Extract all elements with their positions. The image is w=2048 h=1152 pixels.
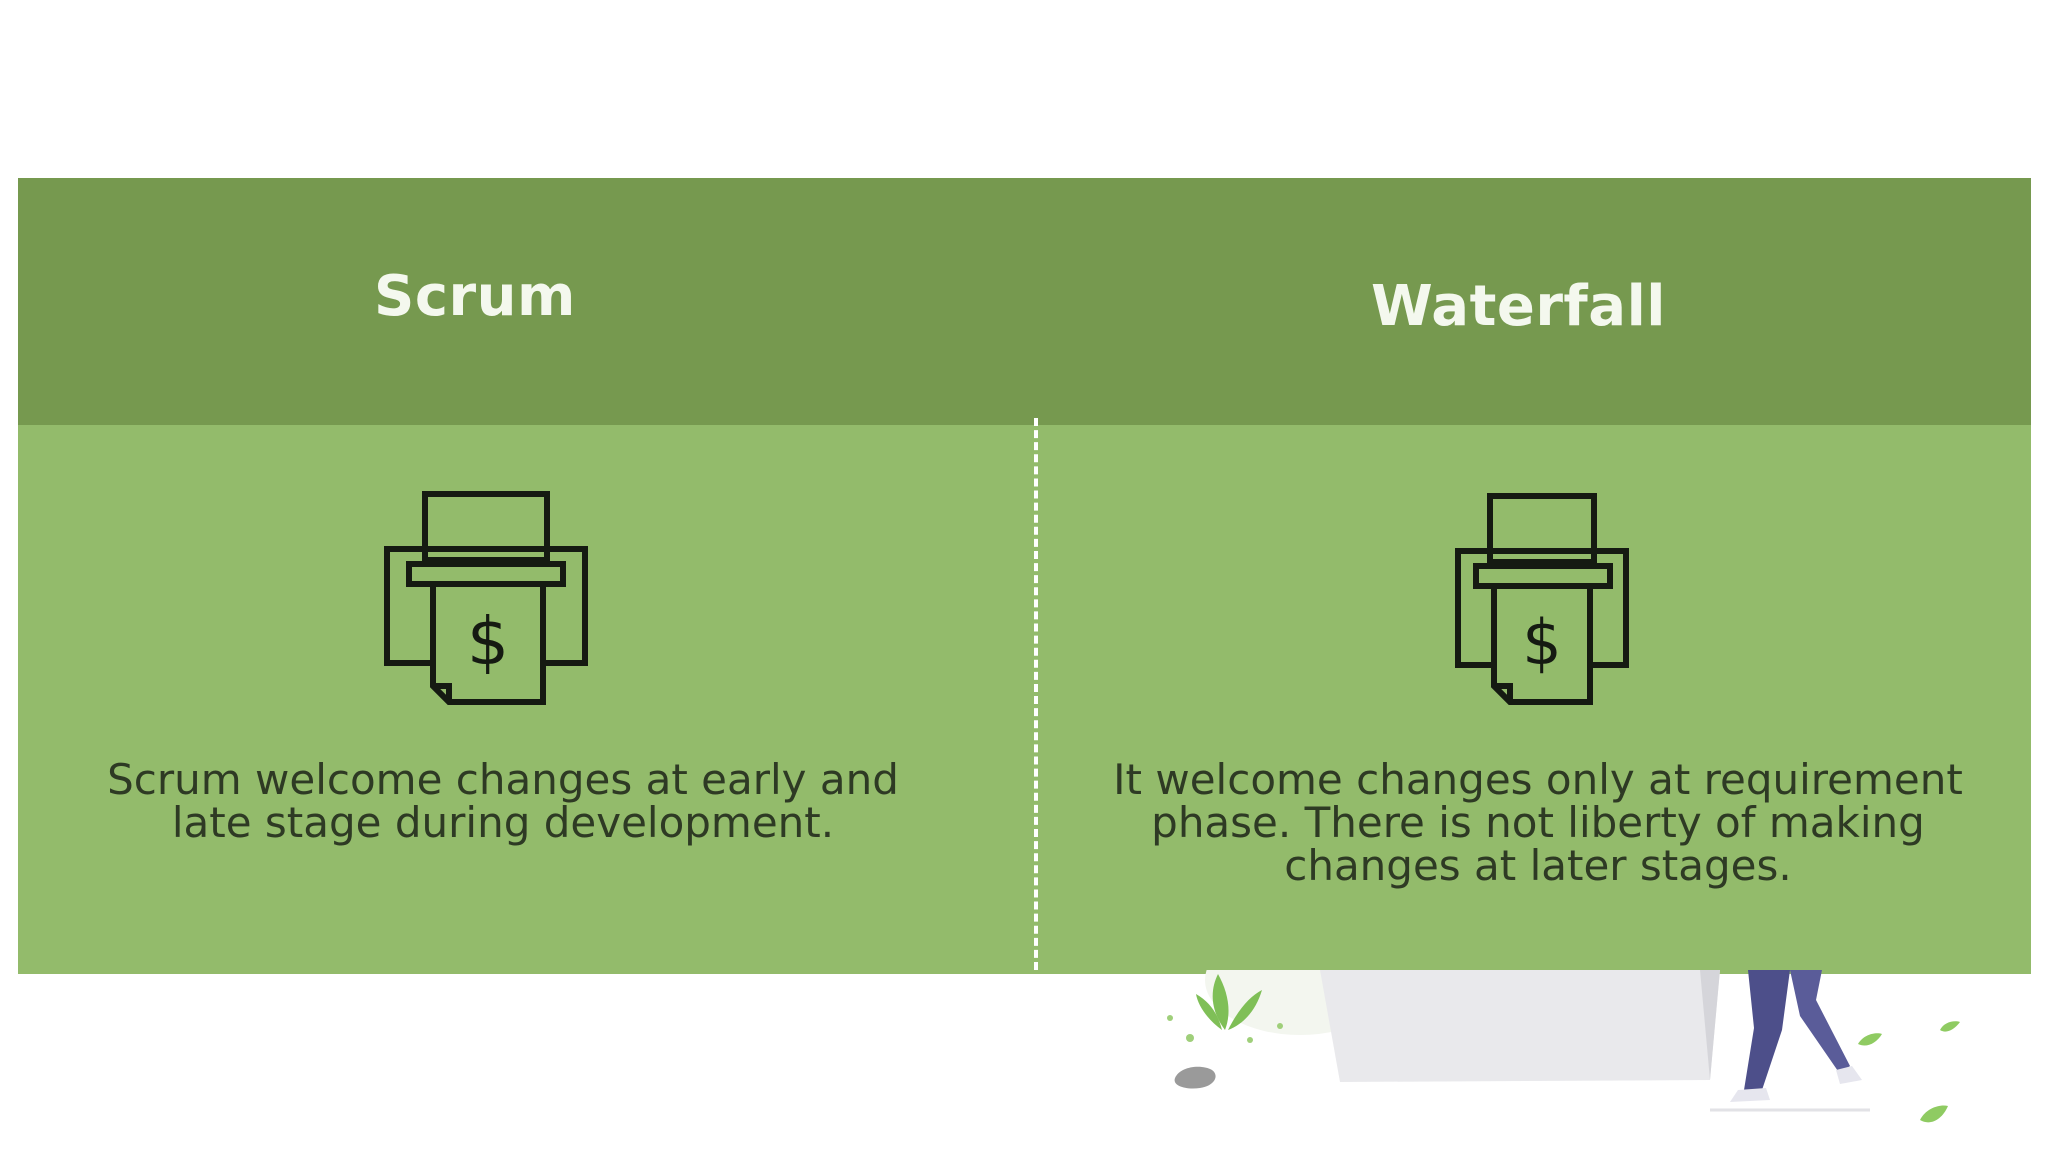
decorative-illustration (1167, 970, 1960, 1123)
waterfall-description: It welcome changes only at requirement p… (1113, 755, 1963, 890)
scrum-title: Scrum (374, 264, 576, 329)
svg-text:$: $ (467, 603, 509, 680)
body-band (18, 425, 2031, 974)
printer-dollar-icon: $ (1455, 493, 1629, 705)
waterfall-title: Waterfall (1371, 274, 1666, 339)
column-divider (1034, 418, 1038, 970)
header-band (18, 178, 2031, 425)
printer-dollar-icon: $ (384, 491, 588, 705)
svg-text:$: $ (1522, 606, 1561, 679)
comparison-table: Scrum Waterfall $ $ Scrum welcome change… (18, 178, 2031, 974)
scrum-description: Scrum welcome changes at early and late … (107, 755, 899, 847)
